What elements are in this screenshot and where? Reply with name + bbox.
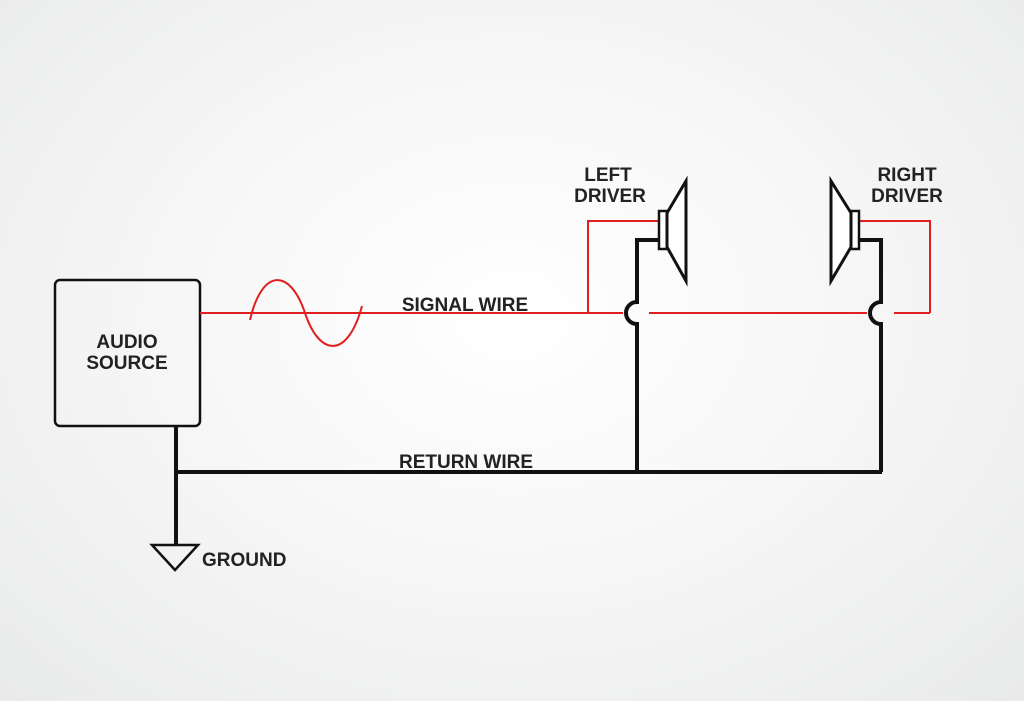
ground-symbol-icon [149,543,201,572]
left-driver-label-line2: DRIVER [574,186,646,207]
ground-label: GROUND [202,550,286,571]
speaker-driver-icon [657,175,688,287]
left-driver-cone [665,175,688,287]
right-driver-label-line2: DRIVER [871,186,943,207]
audio-source: AUDIO SOURCE [53,278,202,428]
speaker-driver-icon [829,175,861,287]
right-driver-label-line1: RIGHT [877,165,937,186]
right-driver: RIGHT DRIVER [829,165,943,287]
right-driver-return-lead [860,238,883,472]
left-driver-return-lead [624,238,660,472]
audio-source-label-line1: AUDIO [96,332,157,353]
left-driver-label-line1: LEFT [584,165,632,186]
left-driver-signal-lead [587,220,660,313]
ground: GROUND [149,472,286,572]
return-wire: RETURN WIRE [174,238,883,474]
signal-wire: SIGNAL WIRE [200,220,931,347]
signal-wire-label: SIGNAL WIRE [402,295,528,316]
audio-source-box [53,278,202,428]
right-driver-cone [829,175,853,287]
audio-source-label-line2: SOURCE [86,353,167,374]
left-driver: LEFT DRIVER [574,165,688,287]
right-driver-signal-lead [860,220,931,313]
sine-wave-icon [249,279,363,347]
return-wire-label: RETURN WIRE [399,452,533,473]
